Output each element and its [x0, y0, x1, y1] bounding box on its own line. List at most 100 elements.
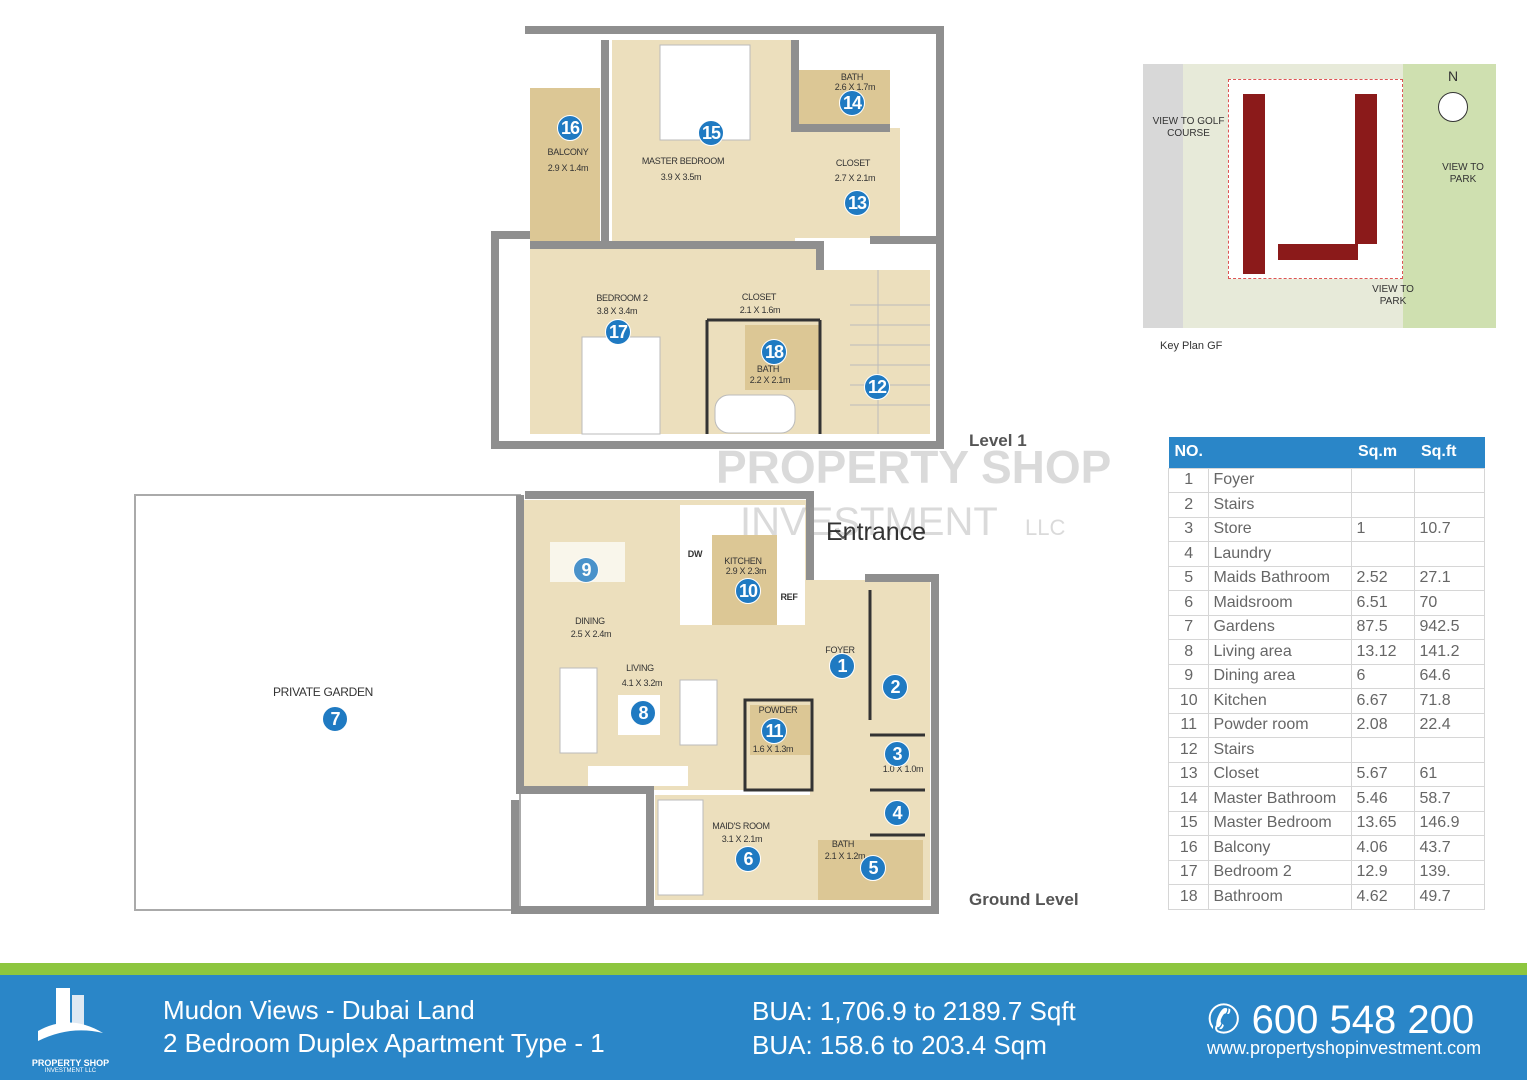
- master-closet-label: CLOSET: [835, 158, 871, 168]
- room-badge: 16: [557, 115, 583, 141]
- table-cell: Maids Bathroom: [1208, 565, 1353, 591]
- table-cell: 22.4: [1414, 712, 1485, 738]
- bua-sqft: BUA: 1,706.9 to 2189.7 Sqft: [752, 996, 1076, 1026]
- bedroom2-label: BEDROOM 2: [596, 293, 648, 303]
- table-cell: 18: [1167, 884, 1210, 910]
- table-cell: 1: [1167, 467, 1210, 493]
- garden-label: PRIVATE GARDEN: [272, 685, 374, 699]
- room-badge: 11: [761, 718, 787, 744]
- table-cell: Bathroom: [1208, 884, 1353, 910]
- phone-icon: ✆: [1207, 998, 1241, 1042]
- room-badge: 18: [761, 339, 787, 365]
- compass-icon: [1438, 92, 1468, 122]
- closet2-label: CLOSET: [741, 292, 777, 302]
- foyer-label: FOYER: [825, 645, 855, 655]
- entrance-chevron-icon: [834, 529, 852, 540]
- room-badge: 6: [735, 846, 761, 872]
- footer: PROPERTY SHOP INVESTMENT LLC Mudon Views…: [0, 975, 1527, 1080]
- table-cell: 13.65: [1351, 810, 1416, 836]
- col-name: [1208, 437, 1352, 468]
- view-park-east-label: VIEW TO PARK: [1442, 162, 1484, 185]
- table-cell: 4.06: [1351, 835, 1416, 861]
- table-cell: 2: [1167, 492, 1210, 518]
- balcony-size: 2.9 X 1.4m: [547, 163, 589, 173]
- bath2-size: 2.2 X 2.1m: [749, 375, 791, 385]
- table-cell: 4: [1167, 541, 1210, 567]
- master-bedroom-label: MASTER BEDROOM: [641, 156, 725, 166]
- table-cell: 6: [1167, 590, 1210, 616]
- table-cell: 61: [1414, 761, 1485, 787]
- table-cell: 27.1: [1414, 565, 1485, 591]
- table-cell: 13: [1167, 761, 1210, 787]
- table-cell: 7: [1167, 614, 1210, 640]
- table-cell: Stairs: [1208, 492, 1353, 518]
- table-cell: Foyer: [1208, 467, 1353, 493]
- powder-size: 1.6 X 1.3m: [752, 744, 794, 754]
- table-cell: 17: [1167, 859, 1210, 885]
- store-size: 1.0 X 1.0m: [882, 764, 924, 774]
- room-badge: 4: [884, 800, 910, 826]
- watermark-suffix: LLC: [1025, 515, 1066, 540]
- table-cell: Bedroom 2: [1208, 859, 1353, 885]
- table-cell: [1414, 737, 1485, 763]
- kitchen-label: KITCHEN: [724, 556, 762, 566]
- project-name: Mudon Views - Dubai Land: [163, 995, 475, 1025]
- table-cell: 6.51: [1351, 590, 1416, 616]
- phone-text: 600 548 200: [1251, 998, 1475, 1042]
- website-link[interactable]: www.propertyshopinvestment.com: [1207, 1038, 1482, 1058]
- table-cell: 2.52: [1351, 565, 1416, 591]
- room-badge: 7: [322, 706, 348, 732]
- level-1-title: Level 1: [969, 431, 1027, 450]
- bath2-label: BATH: [756, 364, 780, 374]
- level-1-plan: [491, 26, 944, 449]
- table-cell: 8: [1167, 639, 1210, 665]
- unit-type: 2 Bedroom Duplex Apartment Type - 1: [163, 1028, 605, 1058]
- table-cell: 141.2: [1414, 639, 1485, 665]
- floor-plan: [134, 26, 944, 914]
- logo-name: PROPERTY SHOP: [31, 1058, 110, 1068]
- table-cell: 942.5: [1414, 614, 1485, 640]
- bedroom2-size: 3.8 X 3.4m: [596, 306, 638, 316]
- table-cell: 87.5: [1351, 614, 1416, 640]
- maids-bath-label: BATH: [831, 839, 855, 849]
- dining-size: 2.5 X 2.4m: [570, 629, 612, 639]
- kitchen-size: 2.9 X 2.3m: [725, 566, 767, 576]
- table-cell: 71.8: [1414, 688, 1485, 714]
- watermark-line2: INVESTMENT: [740, 500, 998, 544]
- table-cell: 6.67: [1351, 688, 1416, 714]
- room-badge: 5: [860, 855, 886, 881]
- table-cell: 11: [1167, 712, 1210, 738]
- table-cell: [1414, 492, 1485, 518]
- ground-level-title: Ground Level: [969, 890, 1079, 909]
- col-no: NO.: [1168, 437, 1209, 468]
- table-cell: 1: [1351, 516, 1416, 542]
- table-cell: 13.12: [1351, 639, 1416, 665]
- room-badge: 15: [698, 120, 724, 146]
- table-cell: 10: [1167, 688, 1210, 714]
- maids-bath-size: 2.1 X 1.2m: [824, 851, 866, 861]
- entrance-label: Entrance: [826, 518, 927, 546]
- col-sqm: Sq.m: [1351, 437, 1415, 468]
- phone-number[interactable]: ✆ 600 548 200: [1207, 997, 1474, 1043]
- table-cell: 5: [1167, 565, 1210, 591]
- table-cell: Balcony: [1208, 835, 1353, 861]
- table-cell: 4.62: [1351, 884, 1416, 910]
- table-cell: Master Bedroom: [1208, 810, 1353, 836]
- table-cell: 6: [1351, 663, 1416, 689]
- table-cell: 12: [1167, 737, 1210, 763]
- col-sqft: Sq.ft: [1414, 437, 1485, 468]
- room-badge: 3: [884, 741, 910, 767]
- table-cell: [1351, 541, 1416, 567]
- table-cell: Living area: [1208, 639, 1353, 665]
